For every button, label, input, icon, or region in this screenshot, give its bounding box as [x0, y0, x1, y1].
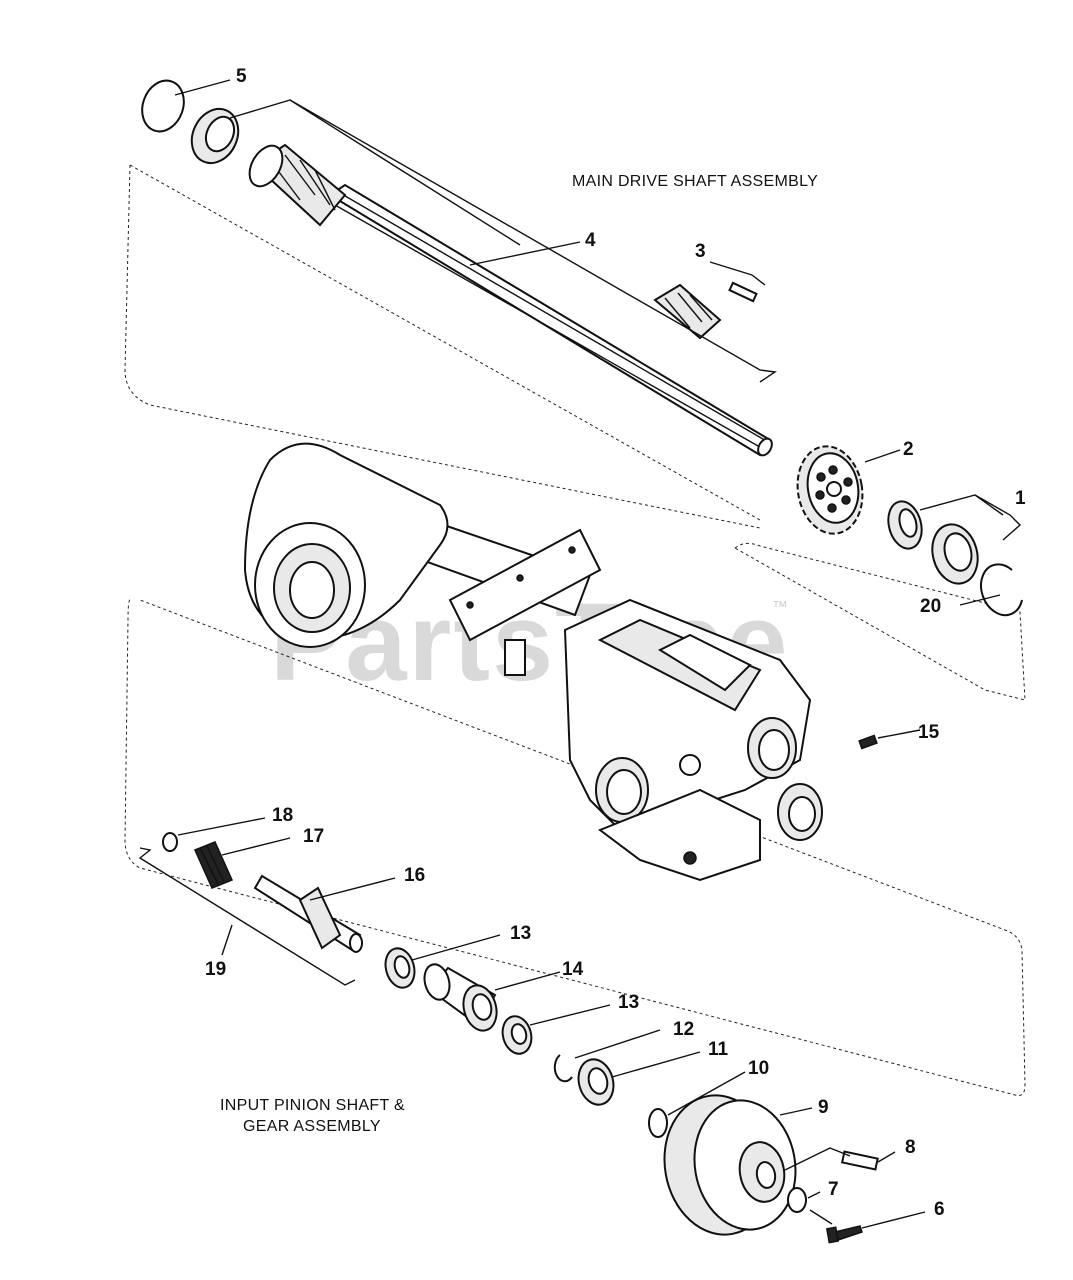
callout-1: 1: [1015, 488, 1026, 509]
snap-ring-part-12: [553, 1054, 573, 1083]
callout-8: 8: [905, 1137, 916, 1158]
callout-16: 16: [404, 865, 425, 886]
callout-7: 7: [828, 1179, 839, 1200]
input-shaft-part-16: [253, 874, 363, 953]
callout-labels: 5 4 3 2 1 20 15 18 17 16 19 13 14 13 12 …: [205, 66, 1026, 1220]
input-assembly-title-line1: INPUT PINION SHAFT &: [220, 1097, 405, 1114]
o-ring-part-10: [648, 1108, 668, 1138]
bearing-part-1: [887, 500, 979, 585]
key-part-8: [840, 1150, 879, 1171]
pinion-gear-part-17: [193, 841, 234, 889]
clip-part-18: [162, 832, 178, 852]
bearing-part-11: [577, 1058, 615, 1106]
set-screw-part-15: [858, 734, 878, 750]
key-part-3: [728, 281, 758, 303]
callout-6: 6: [934, 1199, 945, 1220]
callout-3: 3: [695, 241, 706, 262]
spur-gear-part-2: [796, 445, 864, 535]
callout-9: 9: [818, 1097, 829, 1118]
callout-20: 20: [920, 596, 941, 617]
washer-part-7: [787, 1187, 807, 1213]
input-assembly-title-line2: GEAR ASSEMBLY: [243, 1118, 381, 1135]
callout-12: 12: [673, 1019, 694, 1040]
input-assembly-boundary: [124, 599, 1026, 1096]
main-assembly-boundary: [124, 164, 1026, 701]
callout-18: 18: [272, 805, 293, 826]
callout-11: 11: [708, 1039, 729, 1060]
main-drive-shaft-part-4: [248, 143, 773, 457]
callout-13b: 13: [618, 992, 639, 1013]
bushing-part-14: [423, 963, 498, 1032]
callout-19: 19: [205, 959, 226, 980]
callout-17: 17: [303, 826, 324, 847]
callout-2: 2: [903, 439, 914, 460]
bolt-part-6: [825, 1225, 863, 1244]
callout-10: 10: [748, 1058, 769, 1079]
leader-lines: [138, 79, 1022, 1229]
washer-part-13a: [384, 947, 416, 989]
callout-15: 15: [918, 722, 940, 743]
gear-housing: [243, 442, 823, 882]
pulley-part-9: [663, 1094, 797, 1236]
washer-part-13b: [501, 1015, 533, 1055]
callout-14: 14: [562, 959, 584, 980]
callout-4: 4: [585, 230, 596, 251]
callout-13a: 13: [510, 923, 531, 944]
trademark-symbol: ™: [772, 599, 788, 616]
retaining-ring-part-5: [141, 79, 185, 133]
callout-5: 5: [236, 66, 247, 87]
main-assembly-title: MAIN DRIVE SHAFT ASSEMBLY: [572, 173, 818, 190]
bearing-cup-top: [190, 107, 240, 165]
snap-ring-part-20: [980, 563, 1023, 617]
